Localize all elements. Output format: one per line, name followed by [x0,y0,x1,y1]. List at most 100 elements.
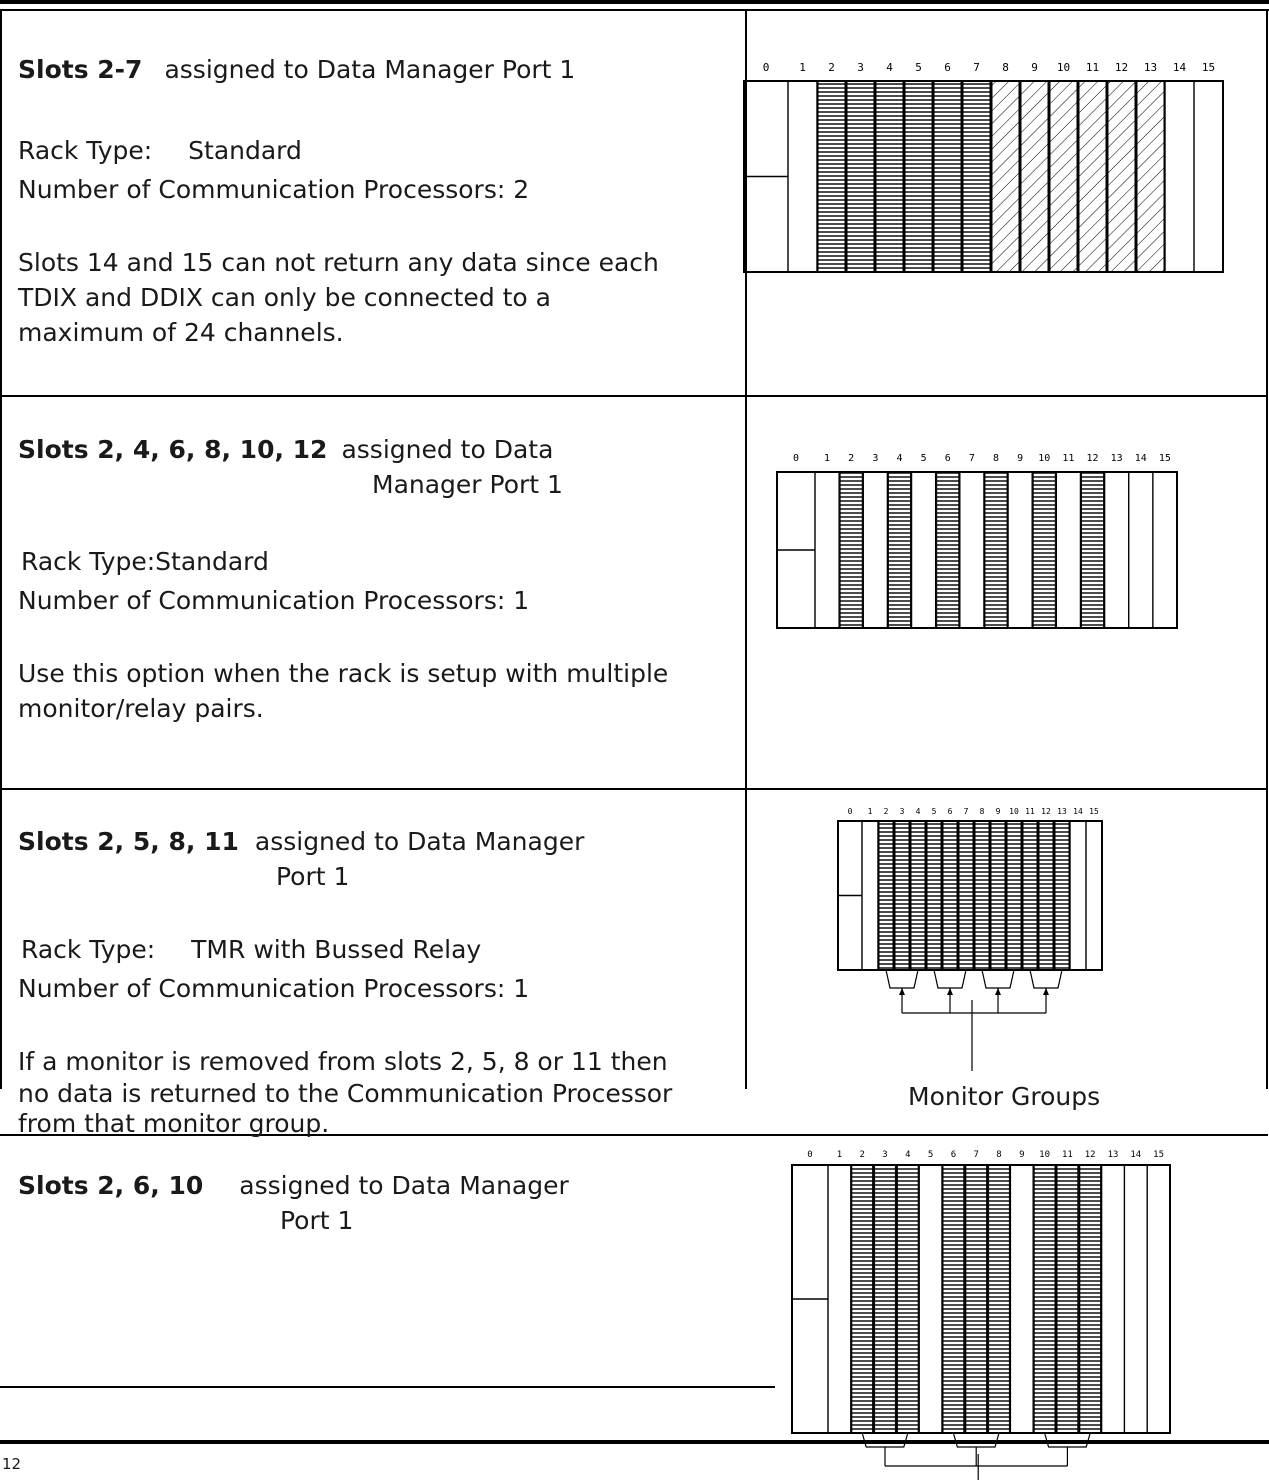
slot-number-label: 3 [857,61,864,74]
slot-number-label: 3 [900,807,905,816]
slot-module-fill [887,471,912,629]
slot-number-label: 3 [882,1150,887,1160]
slot-number-label: 1 [837,1150,842,1160]
slot-module-fill [904,80,933,273]
slot-number-label: 12 [1041,807,1051,816]
table-left-border [0,9,2,1089]
slot-number-label: 5 [932,807,937,816]
slot-number-label: 1 [868,807,873,816]
row-1-note-line-2: TDIX and DDIX can only be connected to a [18,283,551,312]
row-2-heading-slots: Slots 2, 4, 6, 8, 10, 12 [18,435,328,464]
slot-module-fill [1078,80,1107,273]
slot-module-fill [1033,1164,1056,1434]
slot-module-fill [1056,1164,1079,1434]
slot-number-label: 9 [1017,453,1023,464]
row-4-heading-assignment: assigned to Data Manager [239,1171,569,1200]
slot-module-fill [1079,1164,1102,1434]
page-number: 12 [2,1455,22,1473]
slot-module-fill [926,820,942,971]
slot-module-fill [958,820,974,971]
slot-number-label: 11 [1086,61,1099,74]
slot-number-label: 10 [1009,807,1019,816]
slot-number-label: 14 [1135,453,1147,464]
slot-number-label: 0 [793,453,799,464]
slot-module-fill [896,1164,919,1434]
monitor-group-bracket [981,969,1015,989]
monitor-group-bracket [1044,1432,1091,1448]
slot-number-label: 14 [1130,1150,1141,1160]
slot-number-label: 4 [916,807,921,816]
slot-number-label: 12 [1087,453,1099,464]
slot-module-fill [991,80,1020,273]
slot-number-label: 8 [1002,61,1009,74]
row-3-heading-continued: Port 1 [276,862,350,891]
slot-number-label: 6 [948,807,953,816]
slot-module-fill [878,820,894,971]
slot-number-label: 14 [1073,807,1083,816]
slot-module-fill [1020,80,1049,273]
slot-module-fill [990,820,1006,971]
top-rule [0,0,1269,4]
slot-number-label: 6 [944,61,951,74]
slot-module-fill [846,80,875,273]
row-1-rack-label: Rack Type: [18,136,153,165]
slot-number-label: 10 [1039,1150,1050,1160]
monitor-group-bracket [952,1432,1000,1448]
slot-number-label: 11 [1062,453,1074,464]
slot-number-label: 8 [996,1150,1001,1160]
slot-number-label: 1 [824,453,830,464]
row-2-rack-label: Rack Type: [21,547,156,576]
slot-number-label: 0 [848,807,853,816]
row-2-comm-processors: Number of Communication Processors: 1 [18,586,530,615]
slot-number-label: 15 [1089,807,1099,816]
slot-number-label: 7 [973,1150,978,1160]
slot-number-label: 9 [1019,1150,1024,1160]
slot-number-label: 13 [1111,453,1123,464]
slot-number-label: 6 [945,453,951,464]
slot-number-label: 6 [951,1150,956,1160]
slot-number-label: 3 [872,453,878,464]
slot-number-label: 15 [1159,453,1171,464]
slot-module-fill [817,80,846,273]
row-2-note-line-1: Use this option when the rack is setup w… [18,659,669,688]
bottom-rule [0,1440,1269,1444]
slot-number-label: 9 [1031,61,1038,74]
rack-outline [776,471,1178,629]
row-1-note-line-1: Slots 14 and 15 can not return any data … [18,248,659,277]
slot-number-label: 1 [799,61,806,74]
arrow-head [995,988,1001,995]
slot-number-label: 5 [928,1150,933,1160]
slot-number-label: 12 [1115,61,1128,74]
slot-module-fill [936,471,960,629]
slot-number-label: 11 [1062,1150,1073,1160]
row-1-note-line-3: maximum of 24 channels. [18,318,344,347]
slot-module-fill [839,471,863,629]
slot-module-fill [942,820,958,971]
slot-module-fill [874,1164,896,1434]
monitor-group-bracket [1029,969,1063,989]
row-2-rack-value: Standard [155,547,269,576]
slot-number-label: 13 [1108,1150,1119,1160]
slot-module-fill [1032,471,1056,629]
monitor-groups-caption: Monitor Groups [908,1082,1101,1111]
slot-module-fill [962,80,991,273]
slot-number-label: 4 [896,453,902,464]
slot-module-fill [1054,820,1070,971]
arrow-head [1043,988,1049,995]
slot-number-label: 2 [848,453,854,464]
slot-module-fill [1038,820,1054,971]
slot-module-fill [1080,471,1105,629]
row-3-note-line-1: If a monitor is removed from slots 2, 5,… [18,1047,668,1076]
slot-number-label: 5 [915,61,922,74]
slot-module-fill [988,1164,1010,1434]
slot-number-label: 13 [1057,807,1067,816]
row-3-rack-label: Rack Type: [21,935,156,964]
row-divider-4 [0,1386,775,1388]
arrow-head [899,988,905,995]
slot-number-label: 9 [996,807,1001,816]
row-1-comm-processors: Number of Communication Processors: 2 [18,175,530,204]
